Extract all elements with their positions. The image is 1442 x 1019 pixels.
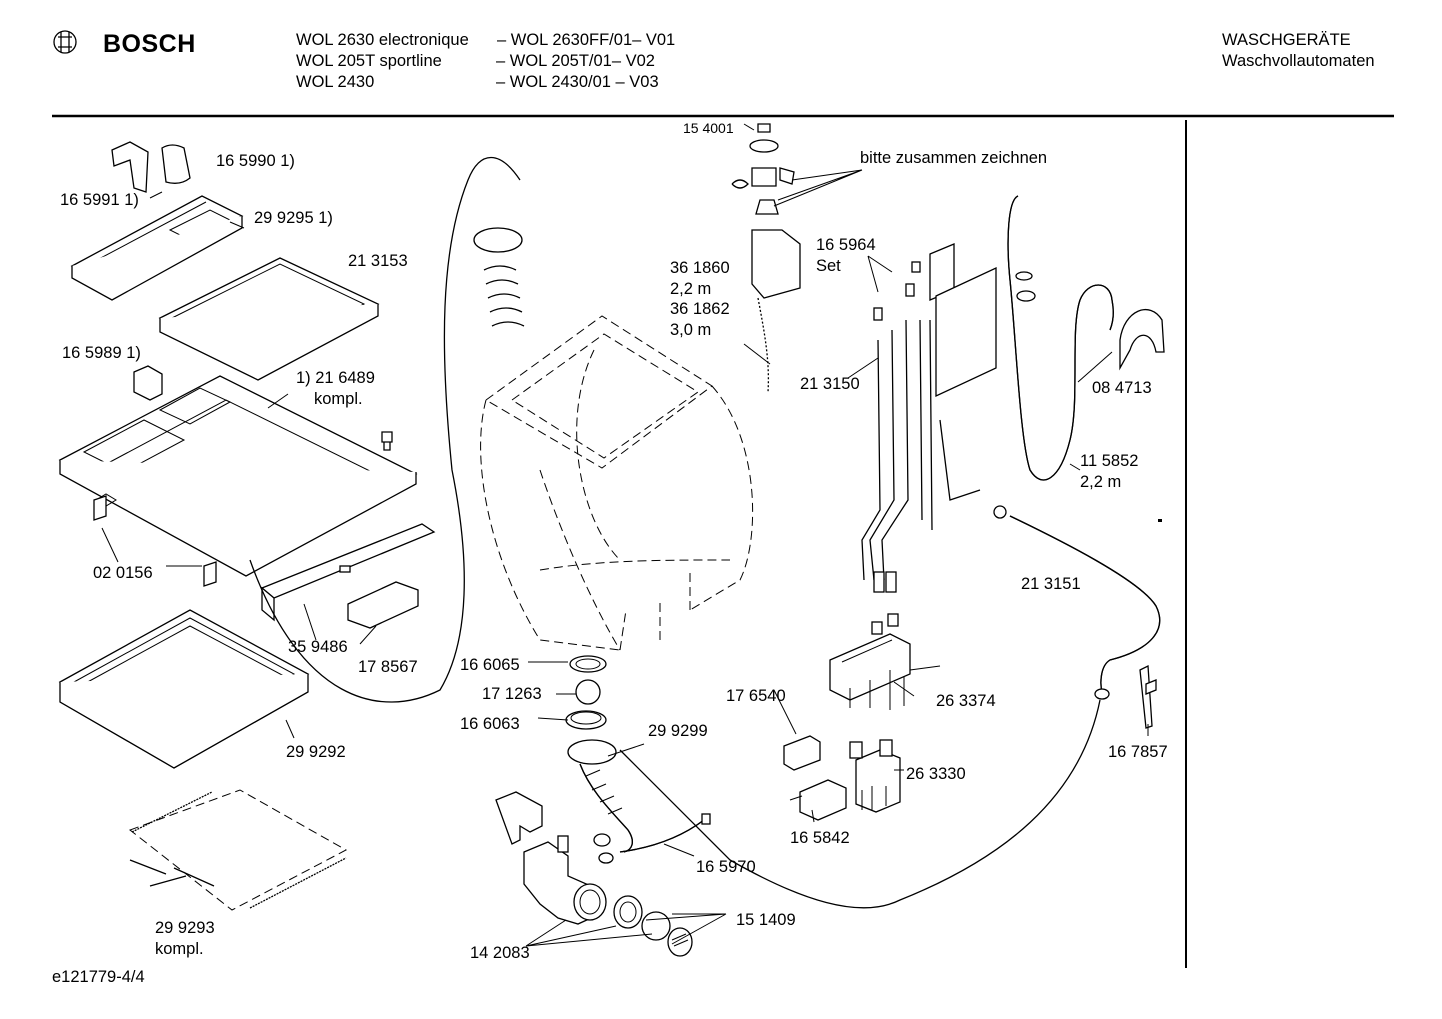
detergent-drawer-tray (70, 195, 244, 301)
part-label-166065: 16 6065 (460, 656, 520, 674)
model-2-code: – WOL 205T/01– V02 (496, 52, 655, 70)
part-label-361862-length: 3,0 m (670, 321, 712, 339)
model-1-code: – WOL 2630FF/01– V01 (497, 31, 676, 49)
hose-213151 (993, 505, 1161, 700)
part-label-213151: 21 3151 (1021, 575, 1081, 593)
drain-sump-299299 (567, 739, 634, 864)
part-label-299293: 29 9293 (155, 919, 215, 937)
part-label-263330: 26 3330 (906, 765, 966, 783)
bellows-hose (473, 227, 525, 327)
bosch-logo-icon (53, 30, 77, 54)
part-label-165964: 16 5964 (816, 236, 876, 254)
part-label-213150: 21 3150 (800, 375, 860, 393)
hose-165970 (619, 813, 711, 853)
part-label-020156: 02 0156 (93, 564, 153, 582)
part-label-359486: 35 9486 (288, 638, 348, 656)
outer-tub-outline (249, 156, 754, 703)
door-lock-178567 (347, 581, 419, 629)
part-label-216489-kompl: kompl. (314, 390, 363, 408)
part-label-115852: 11 5852 (1080, 452, 1139, 470)
part-label-165842: 16 5842 (790, 829, 850, 847)
long-connecting-hose (619, 699, 1101, 909)
bracket-clip (495, 791, 543, 845)
part-label-176540: 17 6540 (726, 687, 786, 705)
category-title: WASCHGERÄTE (1222, 31, 1351, 49)
clip-020156 (93, 495, 217, 587)
model-1-name: WOL 2630 electronique (296, 31, 469, 49)
part-label-166063: 16 6063 (460, 715, 520, 733)
drawing-id: e121779-4/4 (52, 968, 145, 986)
part-label-213153: 21 3153 (348, 252, 408, 270)
brand-name: BOSCH (103, 30, 196, 58)
gasket-frame-299292 (58, 609, 310, 769)
seal-parts (565, 655, 607, 730)
hose-clip-167857 (1139, 664, 1157, 729)
clip-165989 (133, 365, 163, 401)
leader-lines-right (525, 255, 1149, 947)
drain-pump-142083 (523, 835, 607, 925)
lid-frame-213153 (158, 257, 380, 381)
part-label-299295: 29 9295 1) (254, 209, 333, 227)
inlet-hose-361860 (751, 229, 801, 393)
part-label-263374: 26 3374 (936, 692, 996, 710)
part-label-165970: 16 5970 (696, 858, 756, 876)
part-label-084713: 08 4713 (1092, 379, 1152, 397)
filter-176540 (783, 735, 821, 771)
part-label-165989: 16 5989 1) (62, 344, 141, 362)
leader-lines-left (101, 191, 377, 739)
model-2-name: WOL 205T sportline (296, 52, 442, 70)
manifold-213150 (861, 243, 997, 593)
dot-mark (1158, 519, 1162, 522)
leader-lines-top (743, 123, 863, 365)
part-label-178567: 17 8567 (358, 658, 418, 676)
top-cover-216489 (58, 375, 418, 577)
detergent-flap-parts (111, 141, 191, 193)
screw-icon (381, 431, 393, 451)
part-label-216489: 1) 21 6489 (296, 369, 375, 387)
part-label-115852-length: 2,2 m (1080, 473, 1122, 491)
hose-bracket-084713 (1119, 309, 1165, 371)
lid-springs-299293 (128, 789, 348, 911)
part-label-165990: 16 5990 1) (216, 152, 295, 170)
part-label-361860-length: 2,2 m (670, 280, 712, 298)
part-label-171263: 17 1263 (482, 685, 542, 703)
part-label-167857: 16 7857 (1108, 743, 1168, 761)
part-label-165964-set: Set (816, 257, 841, 275)
nut-154001 (731, 123, 795, 215)
part-label-299299: 29 9299 (648, 722, 708, 740)
pump-cover-151409 (613, 895, 693, 957)
part-label-299292: 29 9292 (286, 743, 346, 761)
part-label-299293-kompl: kompl. (155, 940, 204, 958)
part-label-165991: 16 5991 1) (60, 191, 139, 209)
model-3-code: – WOL 2430/01 – V03 (496, 73, 659, 91)
part-label-361862: 36 1862 (670, 300, 730, 318)
drain-hose-115852 (1007, 195, 1114, 481)
drawing-note: bitte zusammen zeichnen (860, 149, 1048, 167)
valve-263374 (829, 613, 941, 710)
part-label-142083: 14 2083 (470, 944, 530, 962)
relay-165842 (789, 779, 847, 821)
model-3-name: WOL 2430 (296, 73, 375, 91)
part-label-151409: 15 1409 (736, 911, 796, 929)
part-label-361860: 36 1860 (670, 259, 730, 277)
part-label-154001: 15 4001 (683, 120, 734, 136)
solenoid-valve-263330 (849, 739, 901, 813)
category-subtitle: Waschvollautomaten (1222, 52, 1375, 70)
